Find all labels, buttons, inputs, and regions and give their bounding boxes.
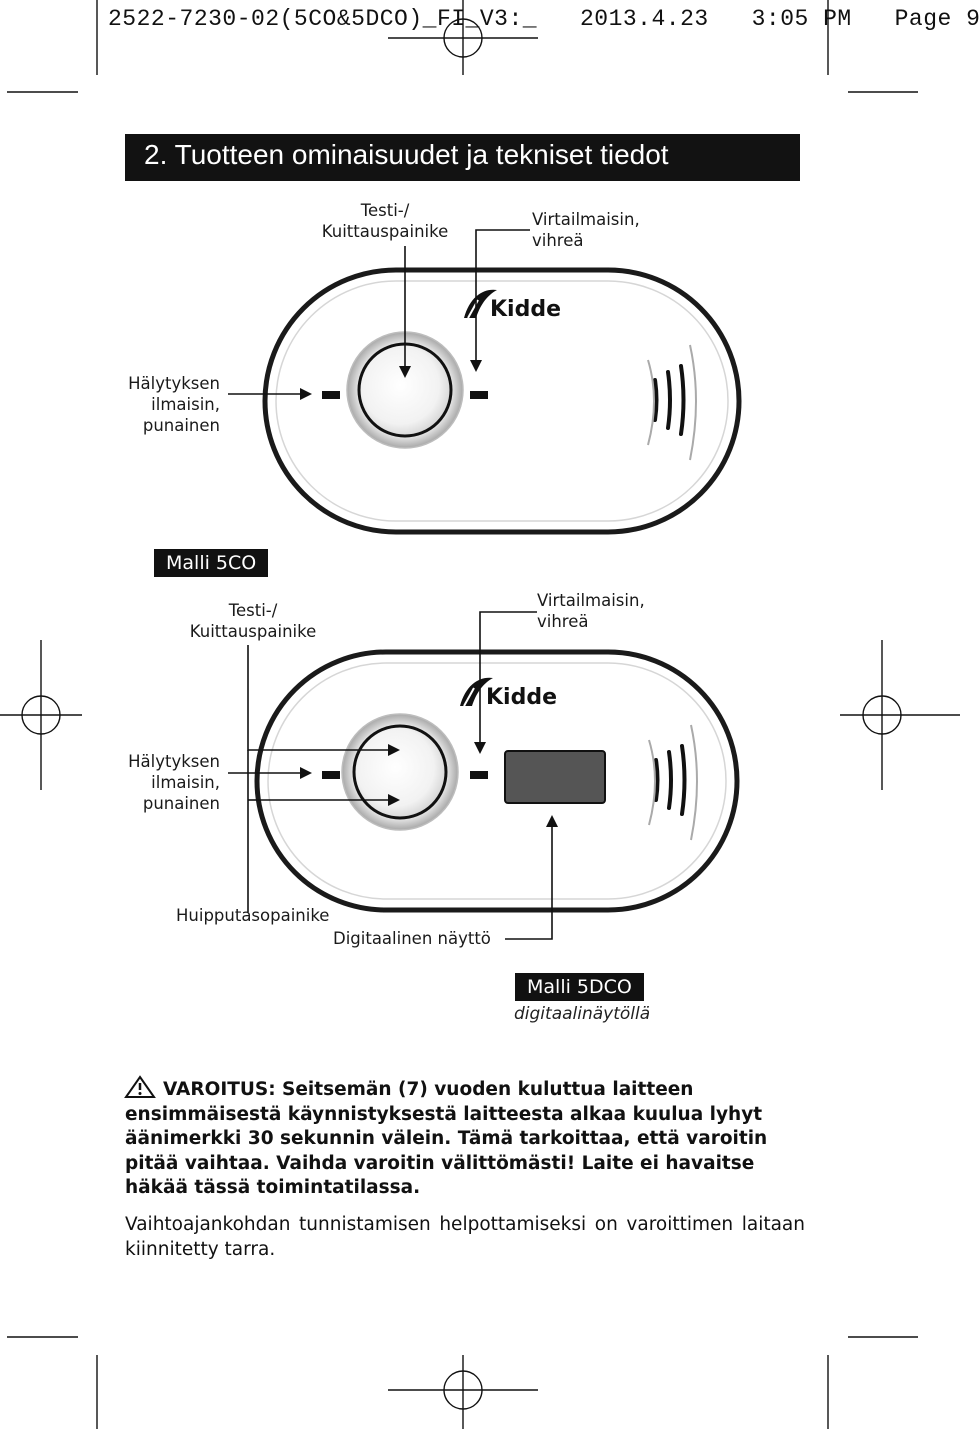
- test-reset-button-2: [352, 724, 448, 820]
- alarm-light-label-line3: punainen: [142, 416, 220, 435]
- alarm-light-label-line2: ilmaisin,: [151, 395, 220, 414]
- test-button-label-2-line2: Kuittauspainike: [189, 622, 317, 641]
- alarm-light-label-line1: Hälytyksen: [128, 374, 220, 393]
- power-led-green: [470, 391, 488, 399]
- replacement-note: Vaihtoajankohdan tunnistamisen helpottam…: [125, 1214, 805, 1260]
- alarm-light-label-2-line1: Hälytyksen: [128, 752, 220, 771]
- digital-display: [504, 750, 606, 804]
- callouts-5co: [228, 229, 530, 400]
- warning-block: VAROITUS: Seitsemän (7) vuoden kuluttua …: [124, 1075, 805, 1201]
- kidde-logo-icon-2: [460, 677, 493, 707]
- sound-grille-icon: [653, 364, 686, 436]
- section-title-bar: 2. Tuotteen ominaisuudet ja tekniset tie…: [125, 134, 800, 181]
- power-light-label-2: Virtailmaisin, vihreä: [537, 590, 645, 632]
- warning-line-3: äänimerkki 30 sekunnin välein. Tämä tark…: [125, 1128, 768, 1150]
- callouts-5dco: [228, 611, 558, 940]
- warning-triangle-icon: [124, 1075, 156, 1098]
- warning-line-4: pitää vaihtaa. Vaihda varoitin välittömä…: [125, 1152, 755, 1174]
- test-button-label-line1: Testi-/: [360, 201, 410, 220]
- warning-line-1: VAROITUS: Seitsemän (7) vuoden kuluttua …: [124, 1075, 805, 1103]
- model-5dco-badge: Malli 5DCO: [515, 973, 644, 1001]
- model-5dco-subtitle: digitaalinäytöllä: [514, 1004, 651, 1024]
- crop-marks-top: [7, 0, 918, 93]
- section-title: 2. Tuotteen ominaisuudet ja tekniset tie…: [144, 139, 669, 170]
- test-button-label-2-line1: Testi-/: [228, 601, 278, 620]
- alarm-light-label: Hälytyksen ilmaisin, punainen: [100, 373, 220, 436]
- digital-display-label: Digitaalinen näyttö: [333, 929, 491, 948]
- device-5co: Kidde: [262, 267, 742, 535]
- crop-marks-bottom: [7, 1336, 918, 1429]
- device-5dco: Kidde: [254, 649, 740, 913]
- test-button-label: Testi-/ Kuittauspainike: [305, 200, 465, 242]
- warning-line-1-text: VAROITUS: Seitsemän (7) vuoden kuluttua …: [163, 1079, 694, 1100]
- test-button-label-2: Testi-/ Kuittauspainike: [173, 600, 333, 642]
- power-light-label-2-line1: Virtailmaisin,: [537, 591, 645, 610]
- brand-logo-text-2: Kidde: [486, 685, 557, 710]
- power-light-label-line2: vihreä: [532, 231, 584, 250]
- alarm-light-label-2-line2: ilmaisin,: [151, 773, 220, 792]
- sound-grille-icon-2: [654, 744, 687, 816]
- product-diagram: Kidde Kidde: [0, 0, 960, 1429]
- crop-marks-middle: [0, 640, 960, 790]
- alarm-light-label-2: Hälytyksen ilmaisin, punainen: [100, 751, 220, 814]
- alarm-led-red-2: [322, 771, 340, 779]
- brand-logo-text: Kidde: [490, 297, 561, 322]
- power-light-label: Virtailmaisin, vihreä: [532, 209, 640, 251]
- power-light-label-2-line2: vihreä: [537, 612, 589, 631]
- power-led-green-2: [470, 771, 488, 779]
- alarm-led-red: [322, 391, 340, 399]
- test-button-label-line2: Kuittauspainike: [321, 222, 449, 241]
- warning-line-2: ensimmäisestä käynnistyksestä laitteesta…: [125, 1103, 763, 1125]
- alarm-light-label-2-line3: punainen: [142, 794, 220, 813]
- power-light-label-line1: Virtailmaisin,: [532, 210, 640, 229]
- warning-line-5: häkää tässä toimintatilassa.: [125, 1177, 421, 1199]
- peak-button-label: Huipputasopainike: [176, 906, 330, 925]
- model-5co-badge: Malli 5CO: [154, 549, 269, 577]
